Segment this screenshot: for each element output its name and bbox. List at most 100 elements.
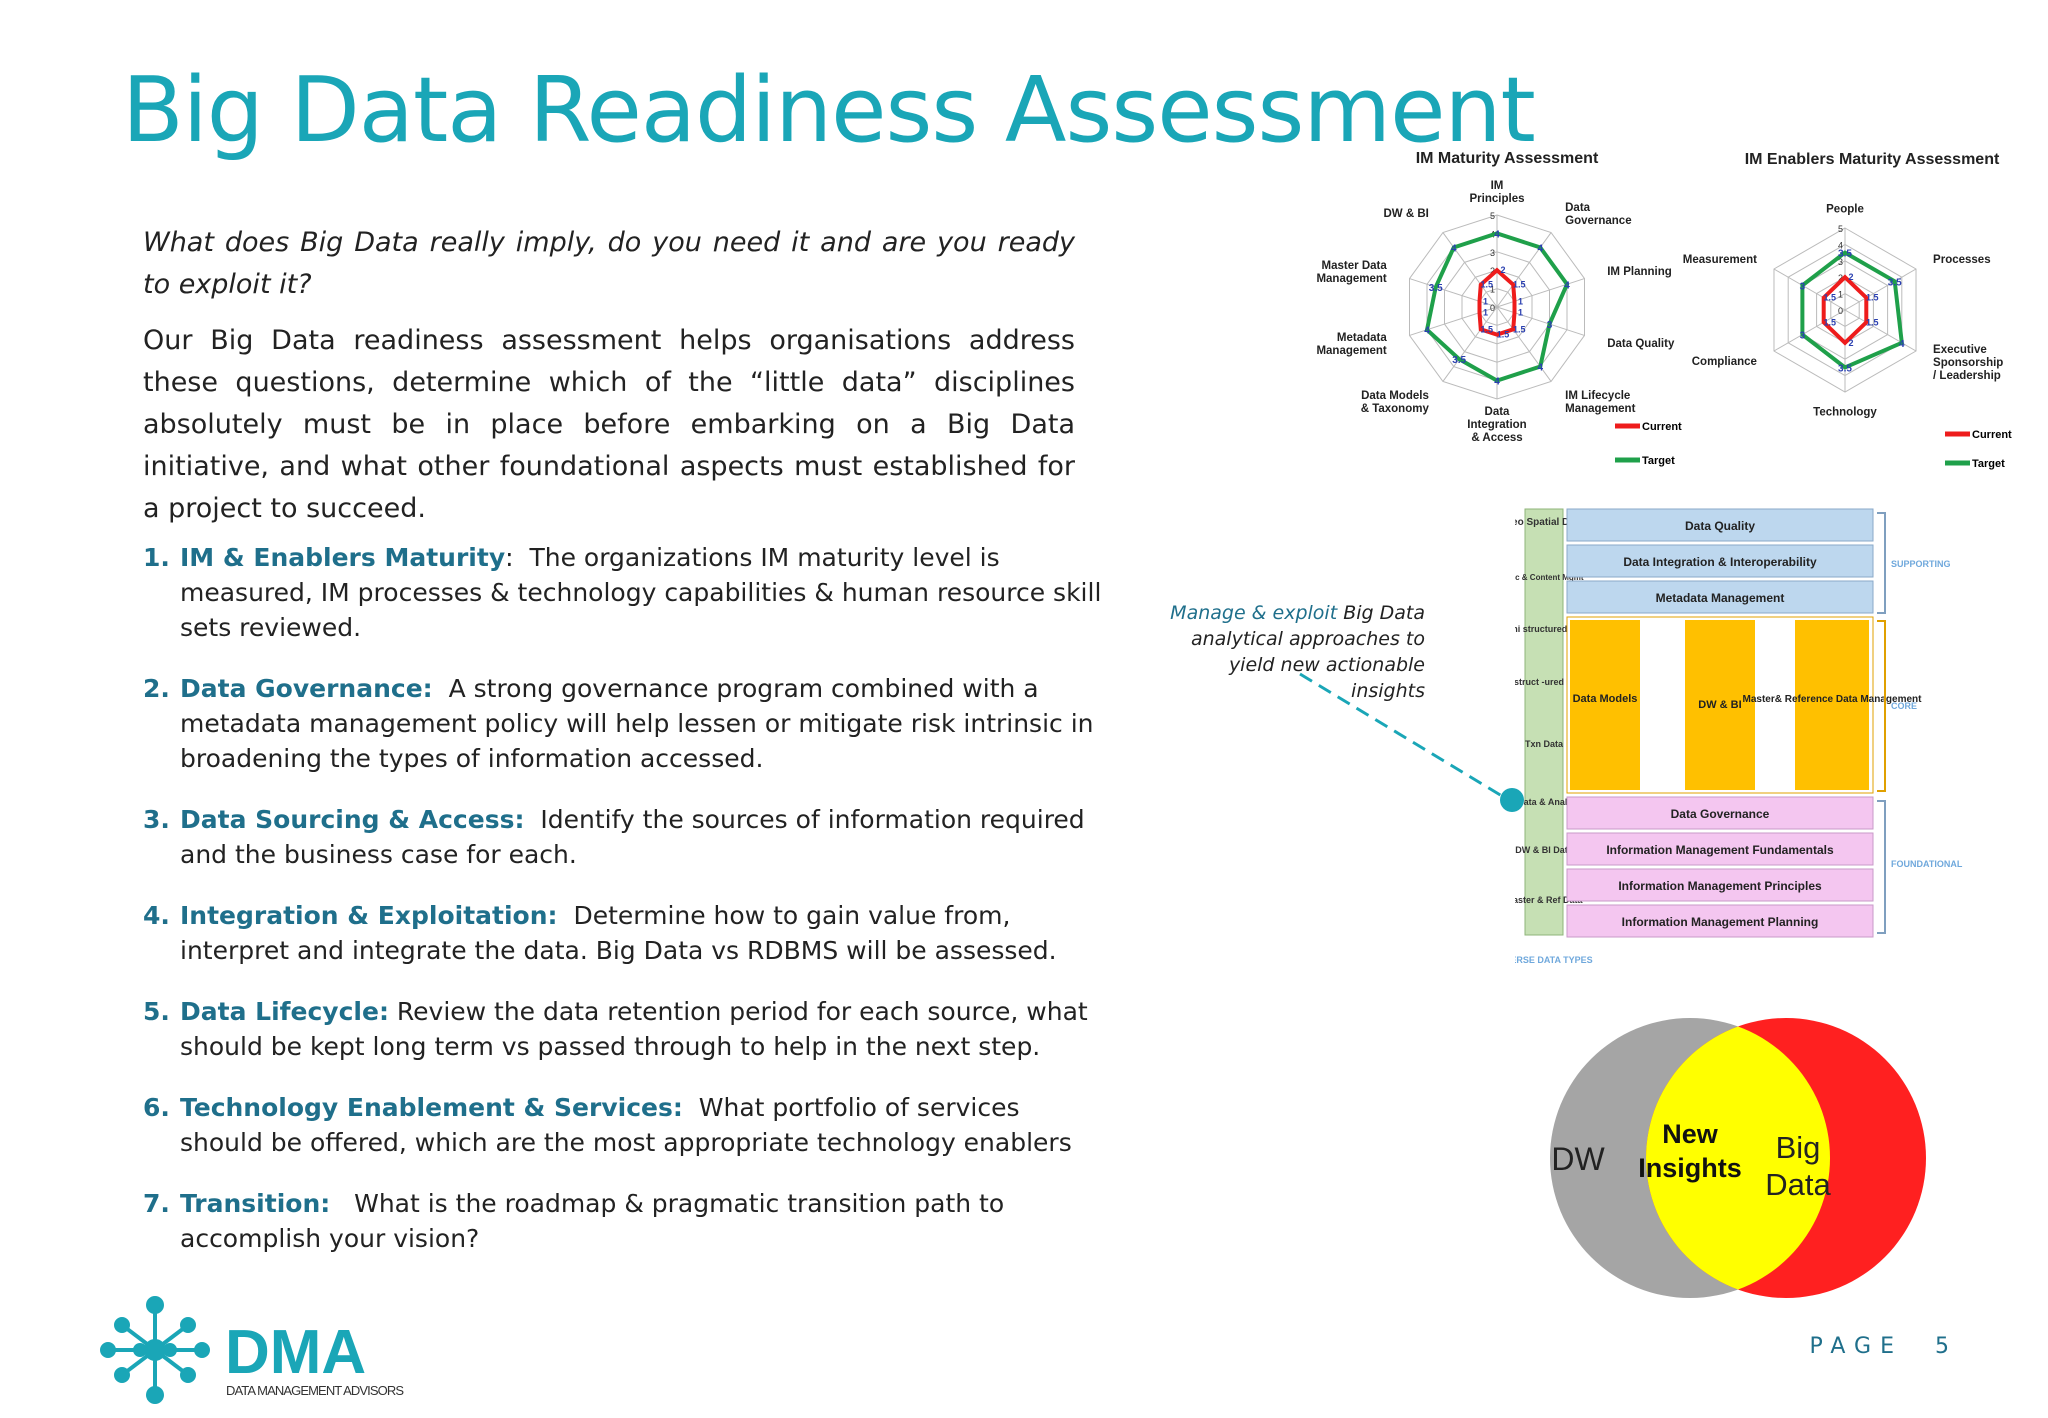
radar-spoke: [1496, 306, 1585, 336]
item-text: A strong governance program combined wit…: [180, 674, 1094, 773]
radar-spoke: [1773, 309, 1846, 352]
core-label: CORE: [1891, 701, 1917, 711]
radar-axis-label: DW & BI: [1384, 208, 1429, 220]
item-heading: Integration & Exploitation:: [180, 901, 558, 930]
data-type-semi: Semi structured Data: [1515, 624, 1590, 634]
radar-scale-label: 5: [1490, 211, 1495, 221]
radar-spoke: [1773, 268, 1846, 311]
item-heading: Data Lifecycle:: [180, 997, 389, 1026]
radar-title: IM Maturity Assessment: [1416, 150, 1599, 167]
legend-target-label: Target: [1972, 458, 2005, 470]
legend-current-label: Current: [1642, 421, 1682, 433]
radar-current-value-label: 1.5: [1823, 317, 1836, 327]
radar-axis-label: Processes: [1933, 254, 1991, 266]
legend-im: Current Target: [1615, 421, 1682, 467]
foundational-label-3: Information Management Planning: [1622, 915, 1819, 929]
list-item: 5.Data Lifecycle: Review the data retent…: [143, 997, 1088, 1061]
radar-spoke: [1409, 278, 1498, 308]
item-heading: Data Sourcing & Access:: [180, 805, 525, 834]
page-title: Big Data Readiness Assessment: [122, 58, 1536, 163]
legend-current-label: Current: [1972, 429, 2012, 441]
radar-current-value-label: 1: [1483, 296, 1488, 306]
radar-spoke: [1409, 306, 1498, 336]
radar-spoke: [1496, 306, 1552, 382]
molecule-icon: [100, 1296, 210, 1404]
list-item: 1.IM & Enablers Maturity: The organizati…: [143, 543, 1102, 642]
radar-target-value-label: 3.5: [1838, 363, 1852, 374]
venn-diagram: DW New Insights Big Data: [1550, 1018, 1926, 1298]
list-item: 2.Data Governance: A strong governance p…: [143, 674, 1094, 773]
radar-current-value-label: 1: [1518, 296, 1523, 306]
list-item: 7.Transition: What is the roadmap & prag…: [143, 1189, 1005, 1253]
radar-target-value-label: 4: [1564, 280, 1570, 291]
radar-current-value-label: 1: [1518, 308, 1523, 318]
list-item: 3.Data Sourcing & Access: Identify the s…: [143, 805, 1085, 869]
item-heading: IM & Enablers Maturity: [180, 543, 506, 572]
diagram-caption: Manage & exploit Big Data analytical app…: [1170, 602, 1425, 702]
layer-governance: [1566, 796, 1874, 830]
radar-spoke: [1844, 268, 1917, 311]
intro-body: Our Big Data readiness assessment helps …: [143, 325, 1075, 524]
radar-target-series: [1800, 250, 1904, 370]
data-type-dw-bi: DW & BI Data: [1515, 845, 1573, 855]
layer-principles: [1566, 868, 1874, 902]
list-item: 4.Integration & Exploitation: Determine …: [143, 901, 1057, 965]
radar-current-series: [1821, 274, 1869, 346]
layer-planning: [1566, 904, 1874, 938]
radar-current-value-label: 2: [1848, 272, 1853, 282]
radar-scale-label: 3: [1838, 257, 1843, 267]
radar-scale-label: 2: [1838, 273, 1843, 283]
supporting-label-2: Metadata Management: [1656, 591, 1785, 605]
radar-current-value-label: 1.5: [1866, 293, 1879, 303]
radar-current-value-label: 1.5: [1497, 330, 1510, 340]
venn-right-label-1: Big: [1776, 1130, 1821, 1165]
radar-axis-label: Technology: [1813, 407, 1877, 419]
core-data-models: [1570, 620, 1640, 790]
radar-scale-label: 0: [1490, 303, 1495, 313]
venn-middle-label-2: Insights: [1638, 1153, 1742, 1183]
core-dw-bi: [1685, 620, 1755, 790]
radar-scale-label: 1: [1490, 285, 1495, 295]
layer-metadata: [1566, 580, 1874, 614]
radar-target-value-label: 3: [1800, 281, 1806, 292]
radar-target-value-label: 4: [1494, 377, 1500, 388]
radar-target-value-label: 3: [1800, 331, 1806, 342]
intro-question: What does Big Data really imply, do you …: [143, 227, 1075, 300]
core-master-ref: [1795, 620, 1869, 790]
data-type-doc: Doc & Content Mgmt: [1515, 573, 1584, 582]
radar-charts: IM Maturity Assessment 5432104443443.543…: [1316, 150, 2012, 470]
radar-target-value-label: 4: [1494, 229, 1500, 240]
foundational-label-2: Information Management Principles: [1618, 879, 1822, 893]
radar-current-value-label: 1.5: [1866, 317, 1879, 327]
radar-scale-label: 0: [1838, 306, 1843, 316]
item-text: Review the data retention period for eac…: [180, 997, 1088, 1061]
radar-scale-label: 2: [1490, 266, 1495, 276]
radar-target-value-label: 4: [1537, 363, 1543, 374]
radar-axis-label: Measurement: [1683, 254, 1757, 266]
item-heading: Data Governance:: [180, 674, 433, 703]
radar-scale-label: 3: [1490, 248, 1495, 258]
data-types-label: DIVERSE DATA TYPES: [1515, 955, 1593, 965]
venn-right-label-2: Data: [1765, 1167, 1831, 1202]
assessment-list: 1.IM & Enablers Maturity: The organizati…: [143, 540, 1103, 1282]
legend-target-label: Target: [1642, 455, 1675, 467]
im-architecture-diagram: Geo Spatial Data Doc & Content Mgmt Semi…: [1515, 508, 1963, 965]
list-item: 6.Technology Enablement & Services: What…: [143, 1093, 1072, 1157]
foundational-label: FOUNDATIONAL: [1891, 859, 1963, 869]
radar-spoke: [1496, 232, 1552, 308]
item-heading: Transition:: [180, 1189, 331, 1218]
radar-im-enablers: IM Enablers Maturity Assessment 5432103.…: [1683, 151, 2004, 419]
pointer-dot: [1500, 788, 1524, 812]
data-type-geo: Geo Spatial Data: [1515, 517, 1584, 528]
radar-target-value-label: 3.5: [1888, 277, 1902, 288]
page-number: PAGE 5: [1809, 1334, 1958, 1359]
radar-spoke: [1496, 278, 1585, 308]
logo-subtitle: DATA MANAGEMENT ADVISORS: [226, 1383, 404, 1398]
foundational-bracket: [1877, 800, 1886, 934]
